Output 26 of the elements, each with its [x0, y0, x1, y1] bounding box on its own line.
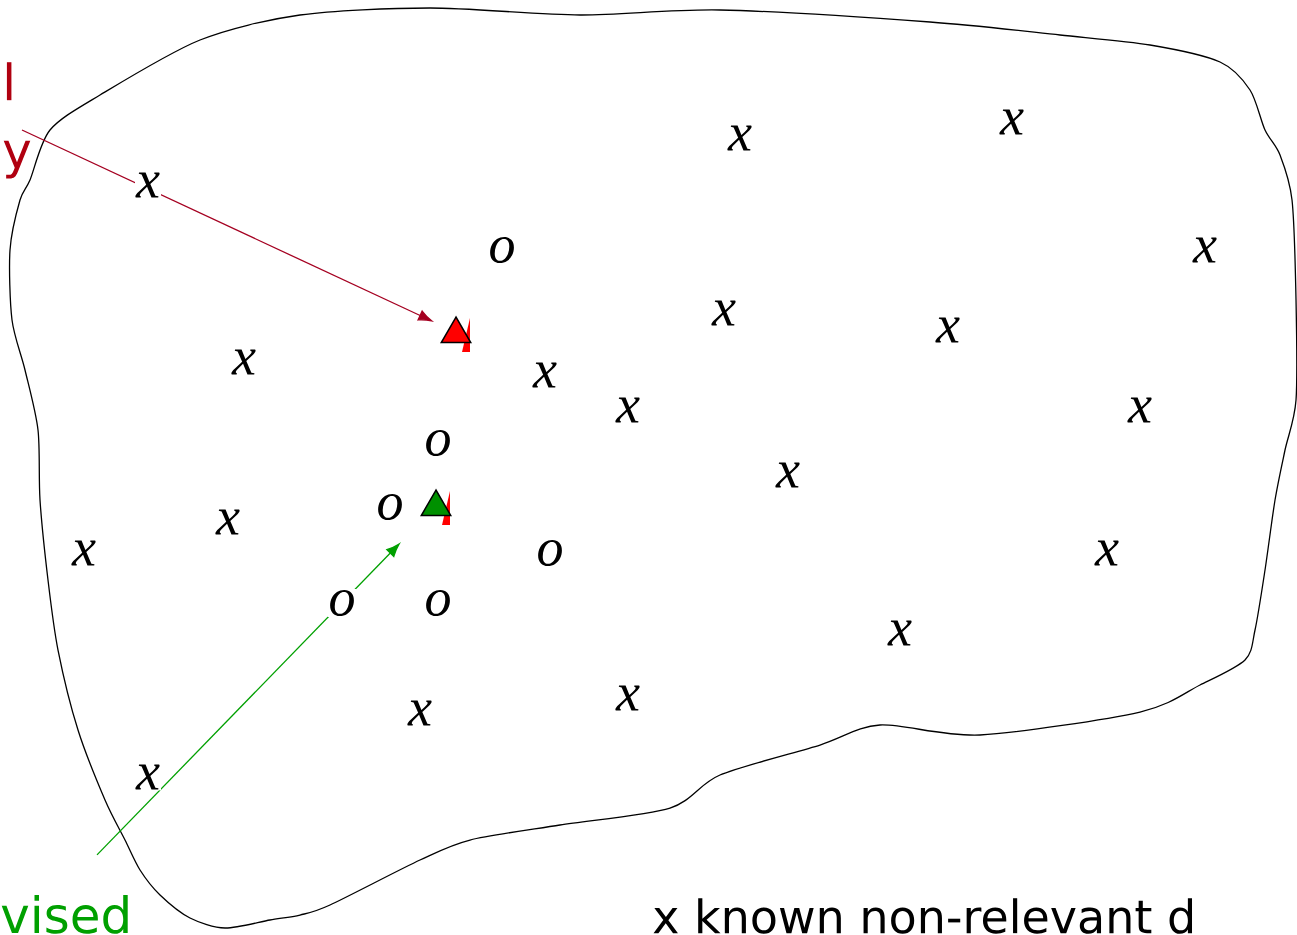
- point-symbol: o: [423, 429, 453, 457]
- arrow: [21, 129, 433, 322]
- point-symbol: x: [1127, 396, 1153, 424]
- point-symbol: x: [1094, 539, 1120, 567]
- legend-text: x known non-relevant d: [653, 898, 1192, 934]
- point-symbol: o: [487, 236, 517, 264]
- point-symbol: x: [775, 461, 801, 489]
- arrow: [96, 543, 400, 856]
- point-symbol: x: [71, 539, 97, 567]
- point-symbol: o: [535, 539, 565, 567]
- point-symbol: x: [999, 108, 1025, 136]
- point-symbol: o: [375, 493, 405, 521]
- point-symbol: x: [231, 348, 257, 376]
- callout-text: vised: [1, 895, 128, 934]
- point-symbol: x: [727, 124, 753, 152]
- point-symbol: x: [615, 684, 641, 712]
- point-symbol: x: [935, 316, 961, 344]
- point-symbol: x: [615, 396, 641, 424]
- point-symbol: x: [887, 619, 913, 647]
- point-symbol: x: [711, 299, 737, 327]
- point-symbol: x: [407, 699, 433, 727]
- callout-text: l y: [3, 62, 31, 179]
- point-symbol: x: [532, 361, 558, 389]
- point-symbol: o: [423, 589, 453, 617]
- point-symbol: x: [215, 508, 241, 536]
- point-symbol: x: [1192, 236, 1218, 264]
